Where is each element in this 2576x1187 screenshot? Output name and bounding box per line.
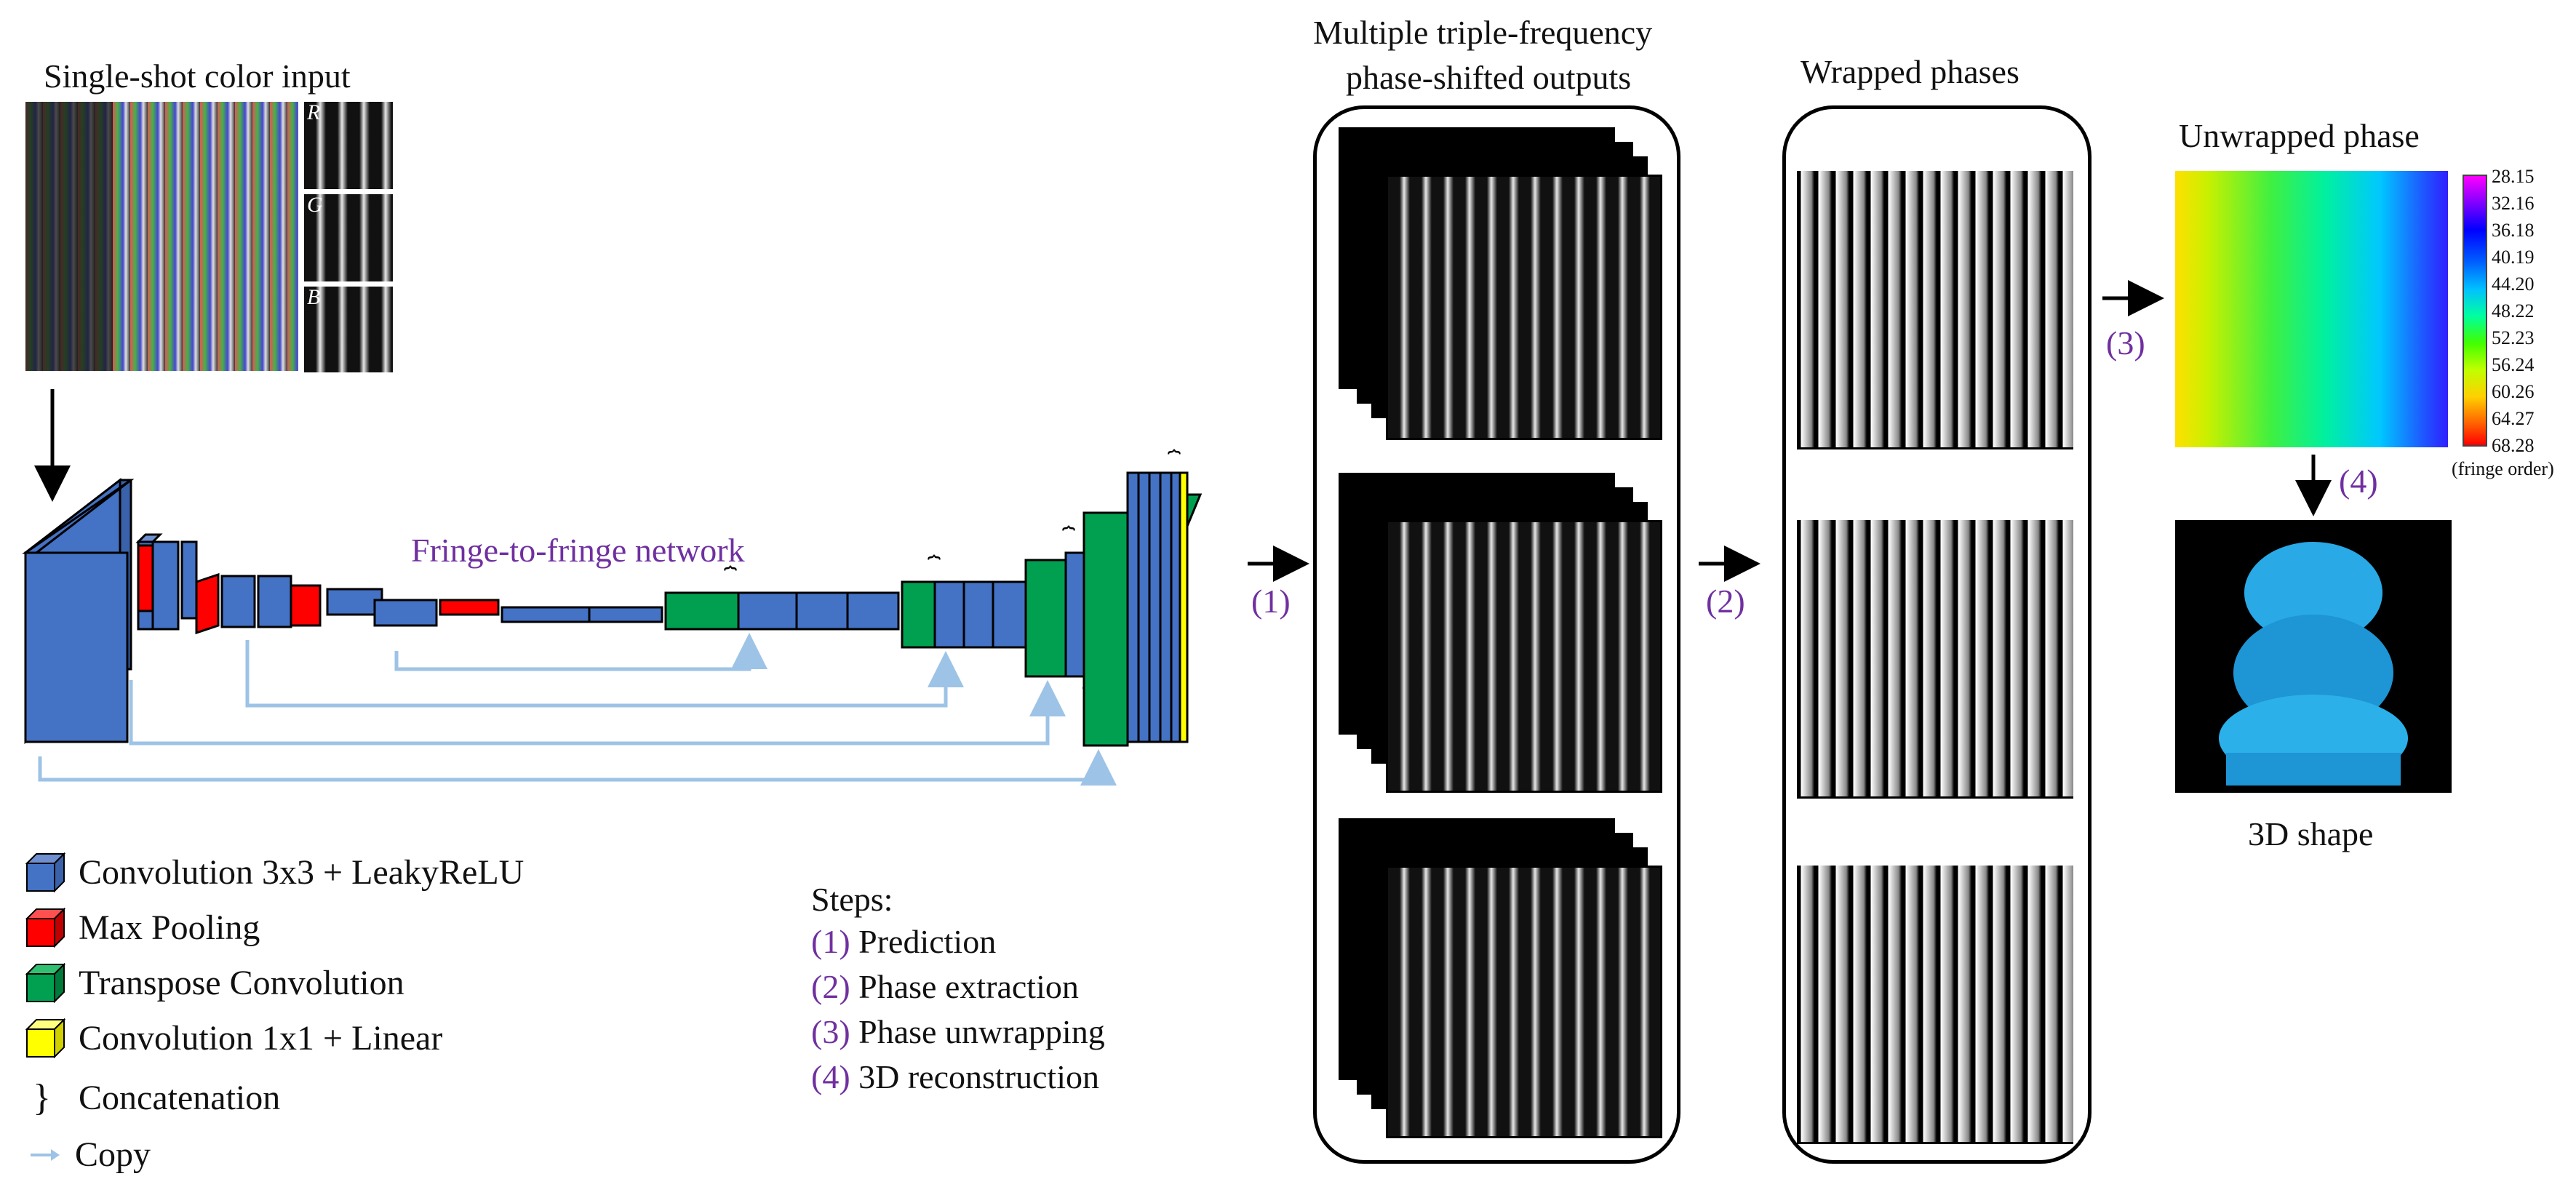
step-text: Phase unwrapping [850, 1013, 1105, 1050]
channel-g-label: G [307, 193, 323, 217]
channel-r-image [304, 102, 393, 189]
wrapped-phase-image-3 [1797, 866, 2073, 1144]
arrow-4-label: (4) [2339, 463, 2378, 500]
output-stack-1-image [1386, 175, 1662, 440]
colorbar-tick-9: 64.27 [2492, 408, 2535, 429]
legend-copy-arrow [31, 1148, 60, 1161]
step-item-2: (2) Phase extraction [811, 967, 1079, 1006]
legend-conv1-label: Convolution 1x1 + Linear [79, 1019, 443, 1058]
colorbar-tick-10: 68.28 [2492, 435, 2535, 456]
legend-conv1: Convolution 1x1 + Linear [25, 1018, 442, 1058]
step-item-3: (3) Phase unwrapping [811, 1012, 1105, 1051]
colorbar-tick-8: 60.26 [2492, 381, 2535, 402]
step-number: (1) [811, 923, 850, 960]
unwrapped-phase-image [2175, 171, 2448, 447]
legend-maxpool-label: Max Pooling [79, 908, 260, 947]
channel-r-label: R [307, 100, 321, 124]
legend-concat-label: Concatenation [79, 1079, 281, 1117]
colorbar [2463, 175, 2487, 447]
wrapped-phase-image-2 [1797, 520, 2073, 799]
legend-concat: } Concatenation [33, 1076, 280, 1119]
colorbar-unit: (fringe order) [2452, 458, 2554, 479]
legend-conv3-label: Convolution 3x3 + LeakyReLU [79, 853, 525, 892]
legend-transpose-label: Transpose Convolution [79, 964, 404, 1002]
colorbar-tick-6: 52.23 [2492, 327, 2535, 348]
encoder-blocks [135, 471, 1203, 747]
legend-maxpool-swatch [25, 908, 65, 948]
channel-b-image [304, 287, 393, 372]
legend-transpose-swatch [25, 963, 65, 1003]
legend-conv3: Convolution 3x3 + LeakyReLU [25, 852, 524, 892]
legend-concat-symbol: } [33, 1077, 51, 1119]
colorbar-tick-2: 36.18 [2492, 220, 2535, 241]
copy-arrows [38, 633, 1117, 786]
colorbar-tick-7: 56.24 [2492, 354, 2535, 375]
step-item-1: (1) Prediction [811, 922, 996, 961]
channel-b-label: B [307, 285, 321, 309]
concat-brace-3: ⏞ [1062, 526, 1075, 551]
colorbar-ticks: 28.15 32.16 36.18 40.19 44.20 48.22 52.23 56.24… [2492, 166, 2572, 456]
input-title: Single-shot color input [44, 57, 351, 95]
wrapped-title: Wrapped phases [1801, 53, 2019, 90]
legend-conv3-swatch [25, 852, 65, 892]
wrapped-phase-image-1 [1797, 171, 2073, 449]
concat-brace-1: ⏞ [724, 566, 737, 591]
shape-title: 3D shape [2248, 815, 2374, 852]
outputs-title-line2: phase-shifted outputs [1346, 59, 1632, 96]
layer-input-conv [22, 477, 135, 745]
step-number: (2) [811, 968, 850, 1005]
output-stack-3-image [1386, 866, 1662, 1138]
steps-title: Steps: [811, 881, 893, 918]
concat-brace-4: ⏞ [1168, 449, 1181, 474]
wrapped-panel [1782, 105, 2091, 1164]
step-item-4: (4) 3D reconstruction [811, 1058, 1099, 1096]
step-number: (3) [811, 1013, 850, 1050]
step-text: 3D reconstruction [850, 1058, 1099, 1095]
concat-brace-2: ⏞ [928, 555, 941, 580]
statue-silhouette [2219, 542, 2408, 786]
output-stack-2-image [1386, 520, 1662, 793]
channel-g-image [304, 194, 393, 281]
outputs-panel [1313, 105, 1680, 1164]
colorbar-tick-1: 32.16 [2492, 193, 2535, 214]
unwrapped-title: Unwrapped phase [2179, 117, 2420, 154]
legend-copy: Copy [29, 1135, 151, 1175]
shape-image [2175, 520, 2452, 793]
legend-transpose: Transpose Convolution [25, 963, 404, 1003]
legend-copy-label: Copy [75, 1135, 151, 1174]
colorbar-tick-4: 44.20 [2492, 273, 2535, 295]
step-number: (4) [811, 1058, 850, 1095]
legend-maxpool: Max Pooling [25, 908, 260, 948]
step-text: Prediction [850, 923, 997, 960]
colorbar-tick-0: 28.15 [2492, 166, 2535, 187]
colorbar-tick-3: 40.19 [2492, 247, 2535, 268]
colorbar-tick-5: 48.22 [2492, 300, 2535, 321]
color-input-image [25, 102, 298, 371]
legend-conv1-swatch [25, 1018, 65, 1058]
outputs-title-line1: Multiple triple-frequency [1313, 14, 1653, 51]
arrow-3-label: (3) [2106, 324, 2145, 361]
arrow-1-label: (1) [1251, 583, 1291, 620]
arrow-2-label: (2) [1706, 583, 1745, 620]
network-label: Fringe-to-fringe network [411, 532, 745, 569]
step-text: Phase extraction [850, 968, 1079, 1005]
